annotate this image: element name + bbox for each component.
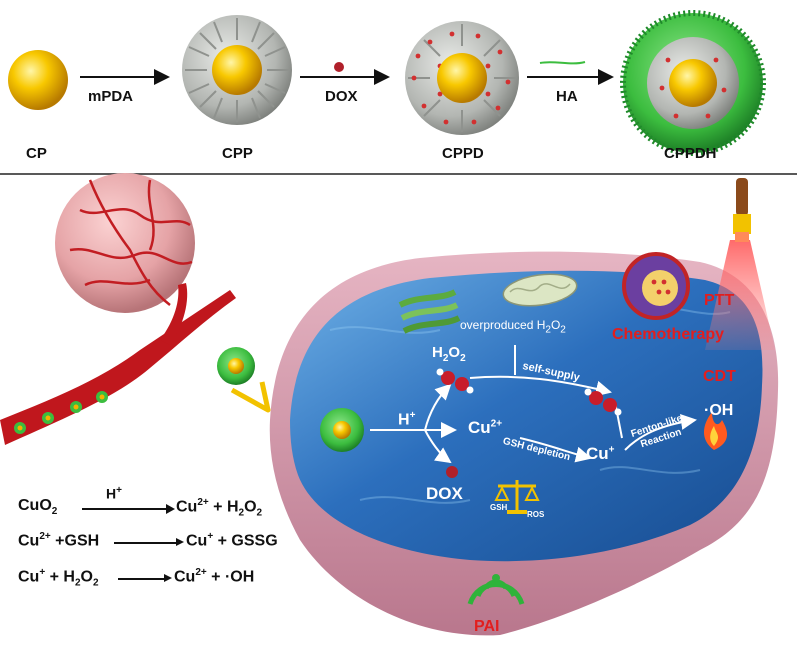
reagent-dox: DOX bbox=[325, 88, 358, 105]
reaction-1-left: CuO2 bbox=[18, 497, 58, 518]
dox-released-icon bbox=[446, 466, 458, 478]
label-cp: CP bbox=[26, 145, 47, 162]
np-cppdh bbox=[620, 10, 766, 156]
tumor-cell bbox=[269, 251, 779, 636]
blood-vessel bbox=[0, 283, 236, 445]
np-receptor bbox=[217, 347, 271, 413]
reaction-3-arrow bbox=[118, 578, 166, 580]
reaction-3-left: Cu+ + H2O2 bbox=[18, 567, 99, 589]
label-ptt: PTT bbox=[704, 292, 735, 309]
ha-chain bbox=[539, 61, 586, 65]
label-cuplus: Cu+ bbox=[586, 444, 615, 463]
label-cppd: CPPD bbox=[442, 145, 484, 162]
label-pai: PAI bbox=[474, 618, 500, 635]
dox-molecule bbox=[334, 62, 344, 72]
label-h2o2: H2O2 bbox=[432, 344, 466, 364]
label-hplus: H+ bbox=[398, 410, 416, 429]
label-cppdh: CPPDH bbox=[664, 145, 717, 162]
reaction-1-catalyst: H+ bbox=[106, 485, 122, 502]
organelle-nucleus bbox=[622, 252, 690, 320]
reaction-3-right: Cu2+ + ·OH bbox=[174, 567, 255, 586]
reaction-1-arrow bbox=[82, 508, 168, 510]
balance-scale-icon bbox=[494, 480, 540, 514]
label-cu2plus: Cu2+ bbox=[468, 418, 503, 437]
reaction-2-arrow bbox=[114, 542, 178, 544]
label-hydroxyl-radical: ·OH bbox=[704, 402, 734, 419]
reaction-1-arrowhead bbox=[166, 504, 175, 514]
label-dox-released: DOX bbox=[426, 484, 463, 503]
organelle-mitochondrion bbox=[502, 273, 578, 307]
reaction-1-right: Cu2+ + H2O2 bbox=[176, 497, 263, 519]
np-cp bbox=[8, 50, 68, 110]
tumor-mass bbox=[55, 173, 195, 313]
reaction-2-right: Cu+ + GSSG bbox=[186, 531, 278, 550]
reaction-2-arrowhead bbox=[176, 538, 184, 546]
reagent-mpda: mPDA bbox=[88, 88, 134, 105]
label-gsh-small: GSH bbox=[490, 503, 508, 512]
flame-icon bbox=[704, 412, 728, 450]
np-in-cell bbox=[320, 408, 364, 452]
reagent-ha: HA bbox=[556, 88, 578, 105]
label-overproduced-h2o2: overproduced H2O2 bbox=[460, 318, 566, 336]
label-ros-small: ROS bbox=[527, 510, 545, 519]
np-cppd bbox=[405, 21, 519, 135]
label-cdt: CDT bbox=[703, 368, 736, 385]
reaction-3-arrowhead bbox=[164, 574, 172, 582]
h2o2-molecule-2 bbox=[584, 388, 622, 416]
label-cpp: CPP bbox=[222, 145, 253, 162]
h2o2-molecule-1 bbox=[436, 368, 474, 394]
signal-dot bbox=[492, 574, 500, 582]
organelle-golgi bbox=[398, 289, 461, 334]
laser-emitter bbox=[733, 178, 751, 242]
label-chemotherapy: Chemotherapy bbox=[612, 326, 725, 343]
reaction-2-left: Cu2+ +GSH bbox=[18, 531, 100, 550]
np-cpp bbox=[182, 15, 292, 125]
laser-beam bbox=[705, 240, 775, 350]
